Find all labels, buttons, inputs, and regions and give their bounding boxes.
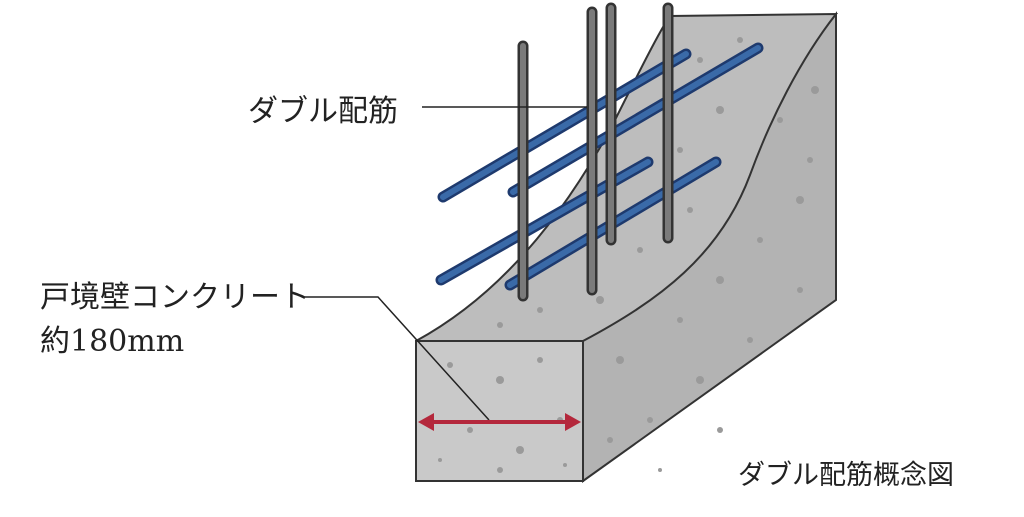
diagram-caption: ダブル配筋概念図 [738, 460, 954, 491]
wall-front-face [415, 340, 584, 482]
thickness-arrow [418, 413, 581, 431]
concrete-texture [438, 37, 819, 473]
double-rebar-label: ダブル配筋 [248, 94, 398, 129]
wall-leader-line [305, 296, 490, 421]
wall-label: 戸境壁コンクリート 約180mm [40, 276, 310, 364]
vertical-rebars [517, 2, 674, 302]
wall-name-label: 戸境壁コンクリート [40, 280, 310, 315]
wall-thickness-label: 約180mm [40, 324, 185, 359]
